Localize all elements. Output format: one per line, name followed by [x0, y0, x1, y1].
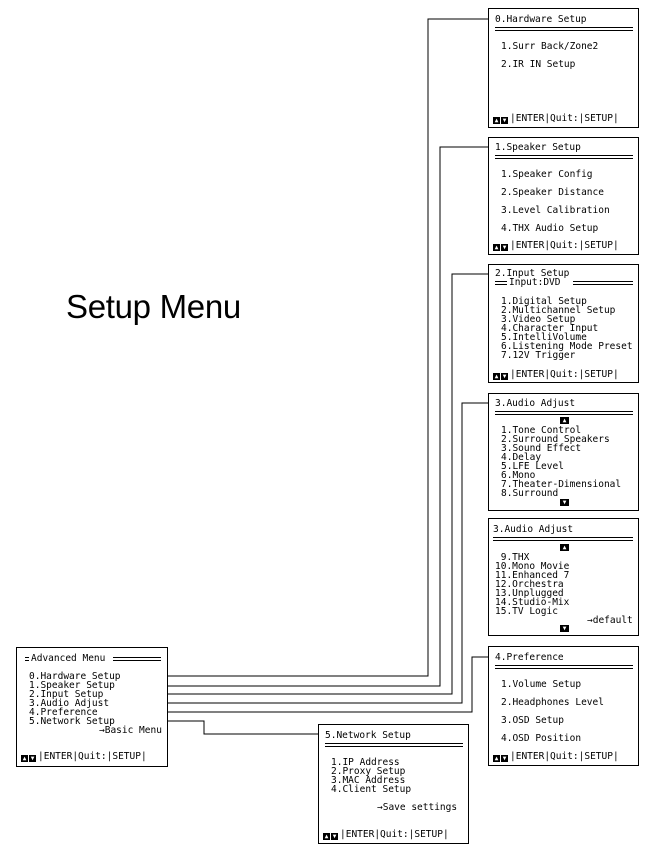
menu-item-audio[interactable]: 3.Audio Adjust — [29, 698, 110, 709]
menu-item[interactable]: 4.Client Setup — [331, 784, 412, 795]
title-rule — [493, 537, 633, 541]
menu-item[interactable]: 14.Studio-Mix — [495, 597, 570, 608]
panel-title: 5.Network Setup — [325, 730, 411, 741]
scroll-up-icon[interactable]: ▲ — [560, 417, 569, 424]
panel-footer: ▲▼|ENTER|Quit:|SETUP| — [21, 751, 147, 762]
title-rule — [325, 743, 463, 747]
title-rule — [495, 27, 633, 31]
panel-footer: ▲▼|ENTER|Quit:|SETUP| — [493, 113, 619, 124]
connector-input — [106, 271, 495, 695]
arrow-keys-icon: ▲▼ — [493, 244, 508, 251]
basic-menu-link[interactable]: →Basic Menu — [99, 725, 162, 736]
network-setup-panel: 5.Network Setup 1.IP Address 2.Proxy Set… — [318, 724, 469, 844]
menu-item[interactable]: 6.Mono — [501, 470, 536, 481]
menu-item[interactable]: 7.Theater-Dimensional — [501, 479, 622, 490]
menu-item[interactable]: 3.Sound Effect — [501, 443, 582, 454]
connector-preference — [98, 654, 495, 713]
panel-footer: ▲▼|ENTER|Quit:|SETUP| — [493, 369, 619, 380]
menu-item[interactable]: 10.Mono Movie — [495, 561, 570, 572]
menu-item[interactable]: 1.Tone Control — [501, 425, 582, 436]
title-rule-right — [573, 281, 633, 285]
menu-item[interactable]: 4.THX Audio Setup — [501, 223, 599, 234]
menu-item[interactable]: 15.TV Logic — [495, 606, 558, 617]
menu-item[interactable]: 2.Multichannel Setup — [501, 305, 616, 316]
panel-footer: ▲▼|ENTER|Quit:|SETUP| — [493, 751, 619, 762]
panel-title: 0.Hardware Setup — [495, 14, 587, 25]
menu-item[interactable]: 2.Surround Speakers — [501, 434, 610, 445]
arrow-keys-icon: ▲▼ — [493, 755, 508, 762]
menu-item[interactable]: 1.Volume Setup — [501, 679, 582, 690]
menu-item[interactable]: 3.MAC Address — [331, 775, 406, 786]
menu-item[interactable]: 2.Speaker Distance — [501, 187, 604, 198]
menu-item[interactable]: 1.Digital Setup — [501, 296, 587, 307]
title-rule-left — [25, 657, 29, 661]
menu-item[interactable]: 4.Character Input — [501, 323, 599, 334]
panel-title: 3.Audio Adjust — [495, 398, 576, 409]
menu-item[interactable]: 6.Listening Mode Preset — [501, 341, 633, 352]
input-source-label: Input:DVD — [507, 277, 563, 288]
menu-item[interactable]: 5.LFE Level — [501, 461, 564, 472]
menu-item-input[interactable]: 2.Input Setup — [29, 689, 104, 700]
speaker-setup-panel: 1.Speaker Setup 1.Speaker Config 2.Speak… — [488, 137, 639, 255]
scroll-down-icon[interactable]: ▼ — [560, 499, 569, 506]
menu-item[interactable]: 2.Proxy Setup — [331, 766, 406, 777]
panel-title: 1.Speaker Setup — [495, 142, 581, 153]
title-rule-right — [113, 657, 161, 661]
audio-adjust-panel-1: 3.Audio Adjust ▲ 1.Tone Control 2.Surrou… — [488, 393, 639, 511]
advanced-menu-panel: Advanced Menu 0.Hardware Setup 1.Speaker… — [16, 647, 168, 767]
menu-item[interactable]: 2.Headphones Level — [501, 697, 604, 708]
menu-item[interactable]: 4.Delay — [501, 452, 542, 463]
title-rule — [495, 665, 633, 669]
menu-item[interactable]: 7.12V Trigger — [501, 350, 576, 361]
menu-item[interactable]: 1.IP Address — [331, 757, 400, 768]
menu-item-speaker[interactable]: 1.Speaker Setup — [29, 680, 115, 691]
menu-item[interactable]: 13.Unplugged — [495, 588, 564, 599]
connector-hardware — [128, 16, 495, 677]
input-setup-panel: 2.Input Setup Input:DVD 1.Digital Setup … — [488, 264, 639, 383]
menu-item[interactable]: 4.OSD Position — [501, 733, 582, 744]
arrow-keys-icon: ▲▼ — [493, 373, 508, 380]
menu-item[interactable]: 11.Enhanced 7 — [495, 570, 570, 581]
menu-item[interactable]: 5.IntelliVolume — [501, 332, 587, 343]
panel-footer: ▲▼|ENTER|Quit:|SETUP| — [323, 829, 449, 840]
save-settings-link[interactable]: →Save settings — [377, 802, 458, 813]
menu-item[interactable]: 12.Orchestra — [495, 579, 564, 590]
title-rule-left — [495, 281, 507, 285]
panel-footer: ▲▼|ENTER|Quit:|SETUP| — [493, 240, 619, 251]
menu-item[interactable]: 1.Speaker Config — [501, 169, 593, 180]
connector-audio — [110, 400, 495, 704]
menu-item[interactable]: 3.Video Setup — [501, 314, 576, 325]
scroll-down-icon[interactable]: ▼ — [560, 625, 569, 632]
title-rule — [495, 155, 633, 159]
panel-title: 3.Audio Adjust — [493, 524, 574, 535]
scroll-up-icon[interactable]: ▲ — [560, 544, 569, 551]
audio-adjust-panel-2: 3.Audio Adjust ▲ 9.THX 10.Mono Movie 11.… — [488, 518, 639, 636]
menu-item[interactable]: 3.OSD Setup — [501, 715, 564, 726]
connector-speaker — [118, 144, 495, 687]
panel-title: Advanced Menu — [29, 653, 108, 664]
title-rule — [495, 411, 633, 415]
panel-title: 4.Preference — [495, 652, 564, 663]
preference-panel: 4.Preference 1.Volume Setup 2.Headphones… — [488, 646, 639, 766]
arrow-keys-icon: ▲▼ — [323, 833, 338, 840]
default-link[interactable]: →default — [587, 615, 633, 626]
arrow-keys-icon: ▲▼ — [21, 755, 36, 762]
menu-item-preference[interactable]: 4.Preference — [29, 707, 98, 718]
page-title: Setup Menu — [66, 288, 241, 325]
menu-item[interactable]: 9.THX — [495, 552, 530, 563]
menu-item-network[interactable]: 5.Network Setup — [29, 716, 115, 727]
hardware-setup-panel: 0.Hardware Setup 1.Surr Back/Zone2 2.IR … — [488, 8, 639, 128]
menu-item[interactable]: 1.Surr Back/Zone2 — [501, 41, 599, 52]
menu-item[interactable]: 3.Level Calibration — [501, 205, 610, 216]
menu-item[interactable]: 8.Surround — [501, 488, 559, 499]
menu-item-hardware[interactable]: 0.Hardware Setup — [29, 671, 121, 682]
panel-title: 2.Input Setup — [495, 268, 570, 279]
arrow-keys-icon: ▲▼ — [493, 117, 508, 124]
menu-item[interactable]: 2.IR IN Setup — [501, 59, 576, 70]
